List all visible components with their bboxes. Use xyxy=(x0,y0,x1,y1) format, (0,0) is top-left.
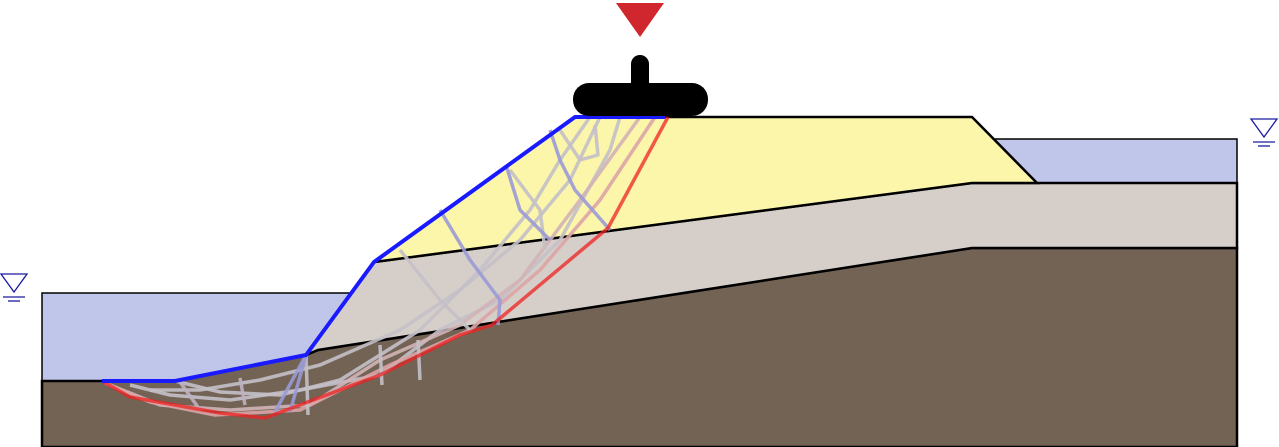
trial-slip-surface xyxy=(438,209,502,326)
trial-slip-surface xyxy=(178,380,202,412)
trial-slip-surface xyxy=(558,124,600,162)
trial-slip-surface xyxy=(548,129,612,232)
trial-slip-surface xyxy=(378,344,384,386)
trial-slip-surface xyxy=(238,377,247,406)
trial-slip-surface xyxy=(416,339,422,381)
trial-slip-surface xyxy=(304,354,310,416)
down-triangle-icon xyxy=(616,3,664,37)
water-level-icon xyxy=(1249,118,1279,147)
trial-slip-surface xyxy=(288,354,308,413)
water-level-icon xyxy=(0,273,29,302)
trial-slip-surface xyxy=(174,115,592,397)
ground-surface-line xyxy=(102,115,665,383)
strip-footing-icon xyxy=(573,55,708,116)
trial-slip-surface xyxy=(104,116,657,417)
trial-slip-surface xyxy=(273,354,308,413)
trial-slip-surface xyxy=(508,168,547,251)
trial-slip-surface xyxy=(398,248,472,332)
critical-slip-surface xyxy=(101,116,670,420)
trial-slip-surfaces xyxy=(101,115,670,420)
trial-slip-surface xyxy=(150,116,602,392)
trial-slip-surface xyxy=(504,164,552,242)
